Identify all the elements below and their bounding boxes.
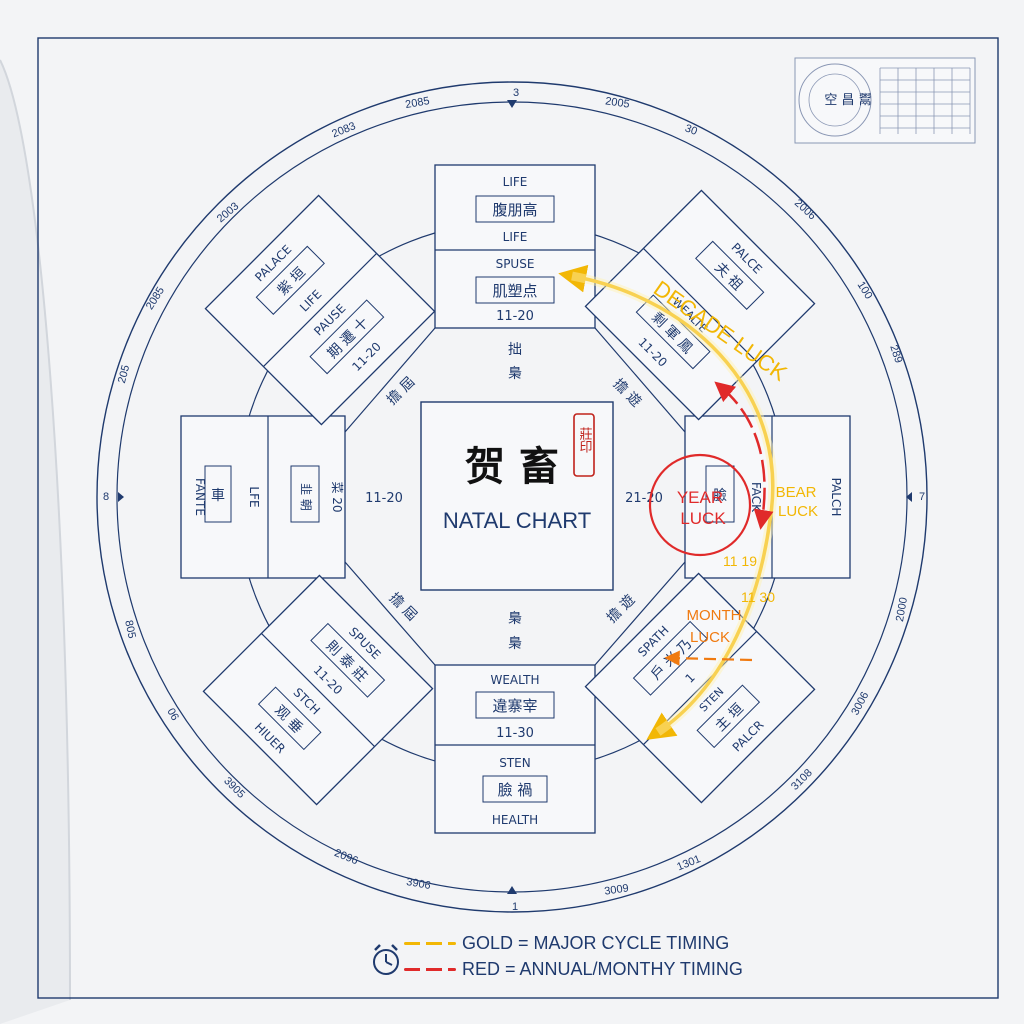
ring-label: 7 bbox=[919, 491, 925, 503]
palace-range: 21-20 bbox=[625, 491, 663, 506]
year-luck-label: YEAR bbox=[677, 488, 723, 507]
left-page-edge bbox=[0, 59, 71, 1001]
legend-row-red: RED = ANNUAL/MONTHY TIMING bbox=[370, 956, 743, 982]
ring-label: 2000 bbox=[894, 596, 910, 622]
palace-label: LFE bbox=[247, 486, 261, 507]
ring-label: 3 bbox=[513, 87, 519, 99]
ring-arrow-bottom bbox=[507, 886, 517, 894]
ring-label: 805 bbox=[122, 619, 138, 639]
overlay-range: 11 19 bbox=[723, 553, 757, 569]
octagon-edge bbox=[344, 561, 436, 666]
bear-luck-label: BEAR bbox=[776, 484, 817, 501]
red-dash-swatch bbox=[404, 967, 456, 971]
ring-label: 3906 bbox=[405, 876, 431, 892]
legend-gold-label: GOLD = MAJOR CYCLE TIMING bbox=[462, 932, 730, 953]
palace-label: SPUSE bbox=[496, 257, 535, 271]
ring-label: 2005 bbox=[604, 95, 630, 110]
legend: GOLD = MAJOR CYCLE TIMING RED = ANNUAL/M… bbox=[370, 930, 743, 982]
ring-label: 205 bbox=[116, 364, 132, 385]
palace-top: LIFE 腹朋高 LIFE SPUSE 肌塑点 11-20 bbox=[434, 164, 596, 329]
bear-luck-label: LUCK bbox=[778, 503, 818, 520]
center-title-cjk: 贺 畜 bbox=[465, 443, 559, 490]
palace-cjk: 臉 禍 bbox=[498, 781, 533, 799]
left-page-curl bbox=[0, 60, 70, 1024]
palace-top-left: PALACE 紫 垣 LIFE PAUSE 期 遷 十 11-20 bbox=[204, 194, 436, 426]
palace-label: FANTE bbox=[193, 478, 207, 516]
palace-label: 菜 20 bbox=[330, 481, 344, 512]
ring-arrow-left bbox=[118, 492, 124, 502]
thumbnail-cjk: 空 昌 鬻 bbox=[824, 93, 871, 108]
palace-range: 11-20 bbox=[496, 309, 534, 324]
palace-label: HEALTH bbox=[492, 813, 538, 827]
outer-ring-1 bbox=[96, 81, 928, 913]
seal-stamp-text: 莊印 bbox=[577, 427, 593, 453]
ring-label: 30 bbox=[683, 122, 699, 137]
octagon-edge bbox=[344, 327, 436, 433]
inner-mark: 梟 bbox=[508, 366, 522, 382]
ring-label: 3009 bbox=[604, 882, 630, 897]
palace-cjk: 韭 朝 bbox=[299, 483, 313, 511]
palace-cjk: 車 bbox=[211, 487, 225, 504]
palace-left: FANTE 車 LFE 韭 朝 菜 20 11-20 bbox=[180, 415, 403, 579]
palace-cjk: 違寨宰 bbox=[492, 697, 537, 715]
month-luck-label: MONTH bbox=[687, 607, 742, 624]
palace-cjk: 肌塑点 bbox=[492, 282, 537, 300]
palace-bottom-left: SPUSE 則 泰 莊 11-20 STCH 观 垂 HIUER bbox=[202, 574, 434, 806]
palace-label: LIFE bbox=[503, 175, 528, 189]
palace-cjk: 腹朋高 bbox=[492, 201, 537, 219]
ring-label: 06 bbox=[164, 706, 181, 723]
clock-icon bbox=[373, 944, 399, 975]
center-title: NATAL CHART bbox=[443, 508, 591, 533]
legend-row-gold: GOLD = MAJOR CYCLE TIMING bbox=[370, 930, 743, 956]
ring-arrow-right bbox=[906, 492, 912, 502]
year-luck-label: LUCK bbox=[680, 509, 726, 528]
inner-mark: 梟 bbox=[508, 611, 522, 627]
gold-dash-swatch bbox=[404, 941, 456, 945]
outer-frame bbox=[37, 37, 999, 999]
palace-label: WEALTH bbox=[490, 673, 539, 687]
inner-mark: 拙 bbox=[508, 342, 522, 358]
palace-label: STEN bbox=[499, 756, 531, 770]
palace-range: 11-20 bbox=[365, 491, 403, 506]
ring-label: 1 bbox=[512, 901, 518, 913]
ring-label: 8 bbox=[103, 491, 109, 503]
year-luck-circle bbox=[648, 453, 752, 557]
inner-mark: 梟 bbox=[508, 636, 522, 652]
palace-bottom: WEALTH 違寨宰 11-30 STEN 臉 禍 HEALTH bbox=[434, 664, 596, 834]
year-luck-arc bbox=[714, 381, 774, 530]
overlay-range: 11 30 bbox=[741, 589, 775, 605]
month-luck-label: LUCK bbox=[690, 629, 730, 646]
palace-label: PALCH bbox=[829, 478, 843, 517]
palace-label: LIFE bbox=[503, 230, 528, 244]
thumbnail-preview: 空 昌 鬻 bbox=[794, 57, 976, 144]
month-luck-arrow bbox=[664, 650, 753, 666]
palace-label: FACK bbox=[749, 482, 763, 513]
ring-arrow-top bbox=[507, 100, 517, 108]
ring-label: 2085 bbox=[404, 95, 430, 111]
palace-range: 11-30 bbox=[496, 726, 534, 741]
ring-label: 289 bbox=[887, 343, 904, 364]
legend-red-label: RED = ANNUAL/MONTHY TIMING bbox=[462, 958, 743, 979]
